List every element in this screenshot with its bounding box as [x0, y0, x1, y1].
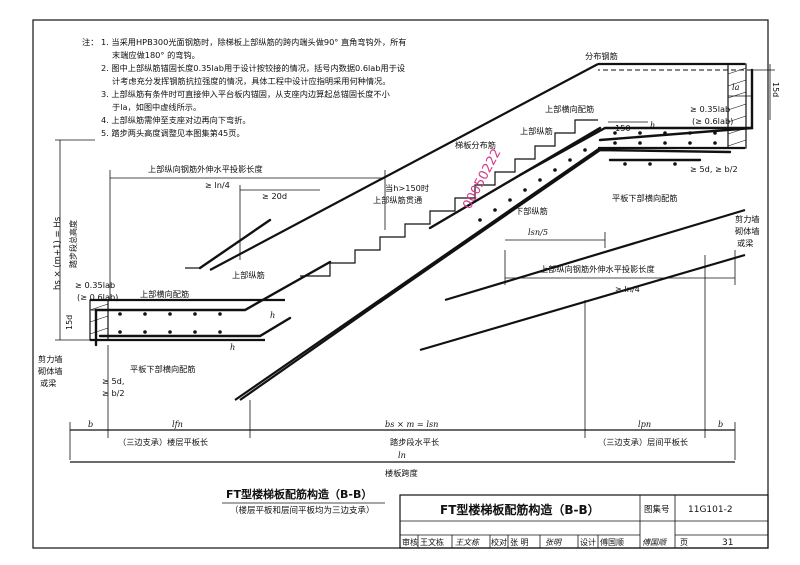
note-line: 于la，如图中虚线所示。 — [112, 102, 201, 112]
title-review: 审核 — [402, 537, 418, 547]
rebar-upper-right — [518, 68, 754, 177]
label-h-right: h — [650, 120, 655, 130]
caption-sub: （楼层平板和层间平板均为三边支承） — [230, 505, 375, 516]
label-dim-b-right: b — [718, 419, 723, 429]
label-anchor-right-1: ≥ 0.35lab — [690, 104, 730, 114]
label-15d-left: 15d — [65, 315, 74, 330]
title-reviewer: 王文栋 — [420, 537, 444, 547]
label-shear-wall-right-1: 剪力墙 — [735, 214, 760, 224]
notes-header: 注： — [82, 37, 98, 47]
note-line: 3. 上部纵筋有条件时可直接伸入平台板内锚固，从支座内边算起总锚固长度不小 — [101, 89, 390, 99]
label-ge-20d: ≥ 20d — [262, 191, 287, 201]
label-gt-5d-left-1: ≥ 5d, — [102, 376, 124, 386]
title-check: 校对 — [491, 537, 507, 547]
label-h-left2: h — [230, 342, 235, 352]
label-floor-slab: （三边支承）楼层平板长 — [118, 437, 208, 447]
label-lsn-5: lsn/5 — [528, 227, 548, 237]
label-upper-long-right: 上部纵筋 — [520, 126, 553, 136]
note-line: 计考虑充分发挥钢筋抗拉强度的情况，具体工程中设计应指明采用何种情况。 — [112, 76, 390, 86]
support-right — [727, 63, 747, 149]
title-reviewer-sig: 王文栋 — [455, 538, 480, 547]
label-slab-lower-transverse-right: 平板下部横向配筋 — [612, 193, 678, 203]
label-dim-ln: ln — [398, 450, 406, 460]
label-lower-long: 下部纵筋 — [515, 206, 548, 216]
stair-concrete — [90, 62, 746, 401]
label-upper-long-left: 上部纵筋 — [232, 270, 265, 280]
label-ge-ln4-right: ≥ ln/4 — [615, 284, 640, 294]
label-stair-span: 楼板跨度 — [385, 468, 418, 478]
title-checker: 张 明 — [510, 538, 529, 547]
label-shear-wall-left-1: 剪力墙 — [38, 354, 63, 364]
label-height: hs × (m+1) = Hs — [53, 216, 63, 290]
label-anchor-left-2: (≥ 0.6lab) — [77, 292, 118, 302]
label-gt-5d-left-2: ≥ b/2 — [102, 388, 125, 398]
label-dim-150: 150 — [615, 123, 631, 133]
label-upper-proj-right: 上部纵向钢筋外伸水平投影长度 — [540, 264, 655, 274]
label-anchor-right-2: (≥ 0.6lab) — [692, 116, 733, 126]
label-upper-proj-left: 上部纵向钢筋外伸水平投影长度 — [148, 164, 263, 174]
label-15d-right: 15d — [771, 82, 780, 97]
title-checker-sig: 张明 — [545, 538, 563, 547]
label-shear-wall-right-3: 或梁 — [737, 238, 753, 248]
label-shear-wall-left-2: 砌体墙 — [38, 366, 63, 376]
label-upper-bar-through: 上部纵筋贯通 — [373, 195, 422, 205]
label-dim-bs: bs × m = lsn — [385, 419, 438, 429]
title-page-label: 页 — [680, 538, 688, 547]
label-upper-transverse-right: 上部横向配筋 — [545, 104, 594, 114]
label-h-gt-150: 当h>150时 — [385, 183, 429, 193]
label-ge-ln4-left: ≥ ln/4 — [205, 180, 230, 190]
title-designer-sig: 傅国顺 — [642, 538, 668, 547]
label-step-len: 踏步段水平长 — [390, 437, 439, 447]
label-gt-5d-right: ≥ 5d, ≥ b/2 — [690, 164, 738, 174]
note-line: 末端应做180° 的弯钩。 — [112, 50, 200, 60]
title-atlas-no: 11G101-2 — [688, 505, 733, 515]
notes-block: 注： 1. 当采用HPB300光面钢筋时，除梯板上部纵筋的跨内端头做90° 直角… — [82, 37, 407, 138]
title-atlas-label: 图集号 — [644, 504, 670, 515]
label-shear-wall-right-2: 砌体墙 — [735, 226, 760, 236]
label-anchor-left-1: ≥ 0.35lab — [75, 280, 115, 290]
watermark: 00050222 — [460, 146, 504, 211]
note-line: 2. 图中上部纵筋锚固长度0.35lab用于设计按铰接的情况，括号内数据0.6l… — [101, 63, 405, 73]
note-line: 1. 当采用HPB300光面钢筋时，除梯板上部纵筋的跨内端头做90° 直角弯钩外… — [101, 37, 407, 47]
label-la-right: la — [732, 82, 740, 92]
label-shear-wall-left-3: 或梁 — [40, 378, 56, 388]
title-main: FT型楼梯板配筋构造（B-B） — [440, 502, 600, 517]
label-upper-transverse-left: 上部横向配筋 — [140, 289, 189, 299]
rebar-flight — [378, 126, 732, 304]
label-height-sub: 踏步段总高度 — [68, 220, 78, 268]
caption-title: FT型楼梯板配筋构造（B-B） — [226, 487, 372, 501]
label-fenbu-top: 分布钢筋 — [585, 51, 618, 61]
label-dim-lfn: lfn — [172, 419, 183, 429]
label-mid-slab: （三边支承）层间平板长 — [598, 437, 688, 447]
note-line: 4. 上部纵筋需伸至支座对边再向下弯折。 — [101, 115, 251, 125]
label-dim-b-left: b — [88, 419, 93, 429]
label-stair-dist: 梯板分布筋 — [455, 140, 496, 150]
title-designer: 傅国顺 — [600, 537, 624, 547]
title-block: FT型楼梯板配筋构造（B-B） 图集号 11G101-2 审核 王文栋 王文栋 … — [399, 494, 769, 549]
label-dim-lpn: lpn — [638, 419, 651, 429]
note-line: 5. 踏步两头高度调整见本图集第45页。 — [101, 128, 245, 138]
title-page-no: 31 — [722, 538, 733, 548]
rebar-lower-left — [90, 218, 381, 401]
label-slab-lower-transverse-left: 平板下部横向配筋 — [130, 364, 196, 374]
support-left — [89, 299, 109, 341]
title-design: 设计 — [580, 537, 596, 547]
label-h-left: h — [270, 310, 275, 320]
dimension-lines — [55, 64, 775, 463]
